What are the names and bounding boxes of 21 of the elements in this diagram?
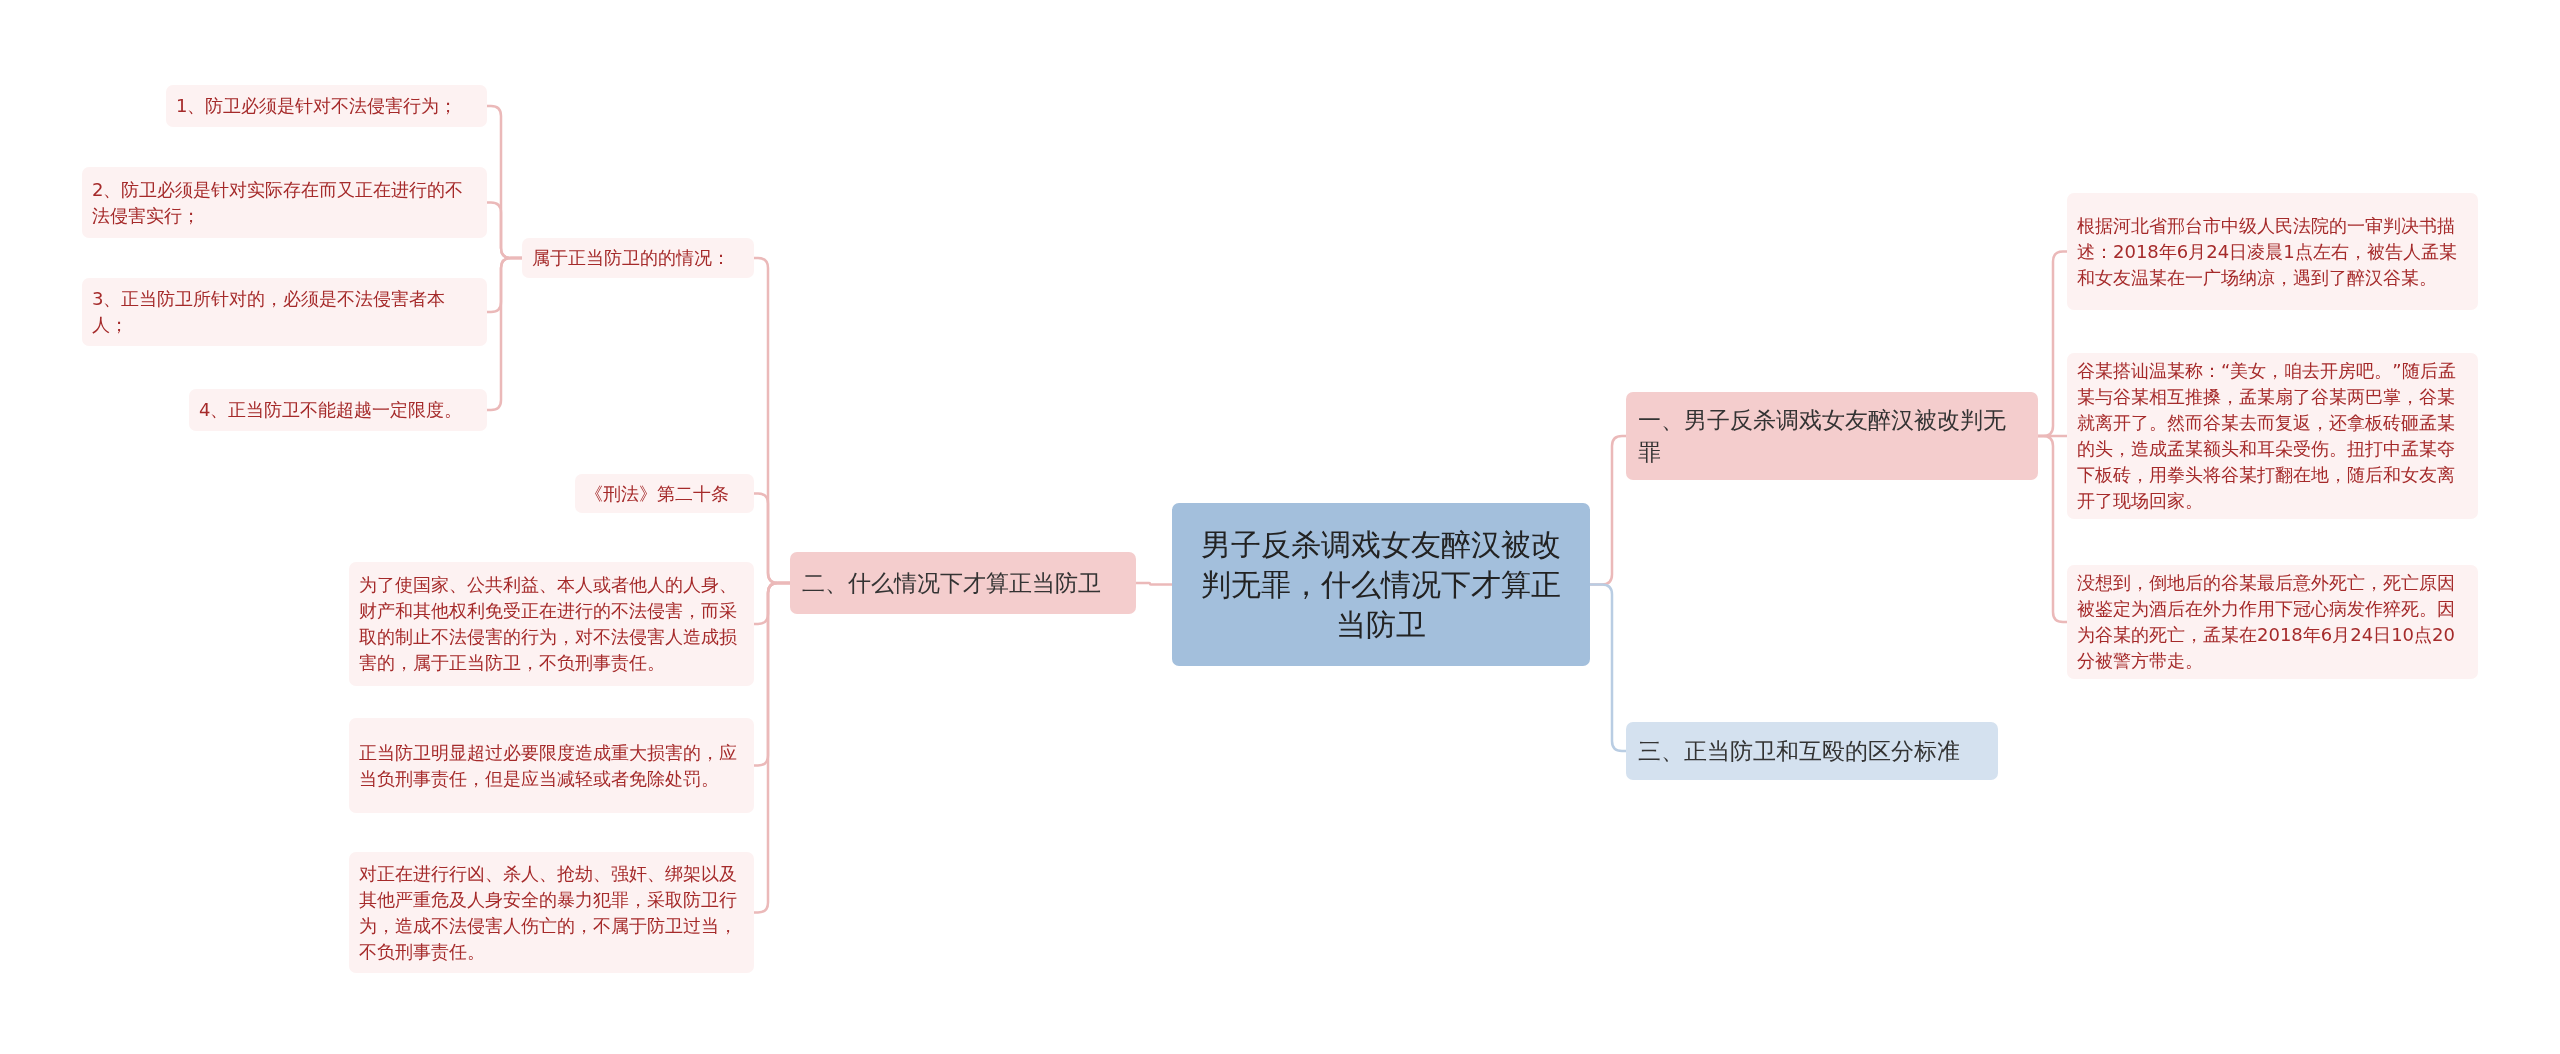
text-card: 为了使国家、公共利益、本人或者他人的人身、财产和其他权利免受正在进行的不法侵害，而采取的制止不法侵害的行为，对不法侵害人造成损害的，属于正当防卫，不负刑事责任。 [349,562,754,686]
branch-box: 三、正当防卫和互殴的区分标准 [1626,722,1998,780]
connector-line [754,581,790,914]
text-card: 根据河北省邢台市中级人民法院的一审判决书描述：2018年6月24日凌晨1点左右，被告人孟某和女友温某在一广场纳凉，遇到了醉汉谷某。 [2067,193,2478,310]
text-card: 2、防卫必须是针对实际存在而又正在进行的不法侵害实行； [82,167,487,238]
text-card: 谷某搭讪温某称：“美女，咱去开房吧。”随后孟某与谷某相互推搡，孟某扇了谷某两巴掌，谷某就离开了。然而谷某去而复返，还拿板砖砸孟某的头，造成孟某额头和耳朵受伤。扭打中孟某夺下板砖，用拳头将谷某打翻在地，随后和女友离开了现场回家。 [2067,353,2478,519]
text-card: 《刑法》第二十条 [575,474,754,513]
text-card: 正当防卫明显超过必要限度造成重大损害的，应当负刑事责任，但是应当减轻或者免除处罚。 [349,718,754,813]
connector-line [1136,581,1172,586]
branch-box: 一、男子反杀调戏女友醉汉被改判无罪 [1626,392,2038,480]
connector-line [487,256,522,412]
text-card: 1、防卫必须是针对不法侵害行为； [166,85,487,127]
text-card: 属于正当防卫的的情况： [522,238,754,278]
connector-line [2038,434,2067,624]
text-card: 4、正当防卫不能超越一定限度。 [189,389,487,431]
text-card: 对正在进行行凶、杀人、抢劫、强奸、绑架以及其他严重危及人身安全的暴力犯罪，采取防卫行为，造成不法侵害人伤亡的，不属于防卫过当，不负刑事责任。 [349,852,754,973]
text-card: 3、正当防卫所针对的，必须是不法侵害者本人； [82,278,487,346]
text-card: 没想到，倒地后的谷某最后意外死亡，死亡原因被鉴定为酒后在外力作用下冠心病发作猝死。因为谷某的死亡，孟某在2018年6月24日10点20分被警方带走。 [2067,565,2478,679]
branch-box: 二、什么情况下才算正当防卫 [790,552,1136,614]
connector-line [1590,583,1626,753]
topic-box: 男子反杀调戏女友醉汉被改判无罪，什么情况下才算正当防卫 [1172,503,1590,666]
